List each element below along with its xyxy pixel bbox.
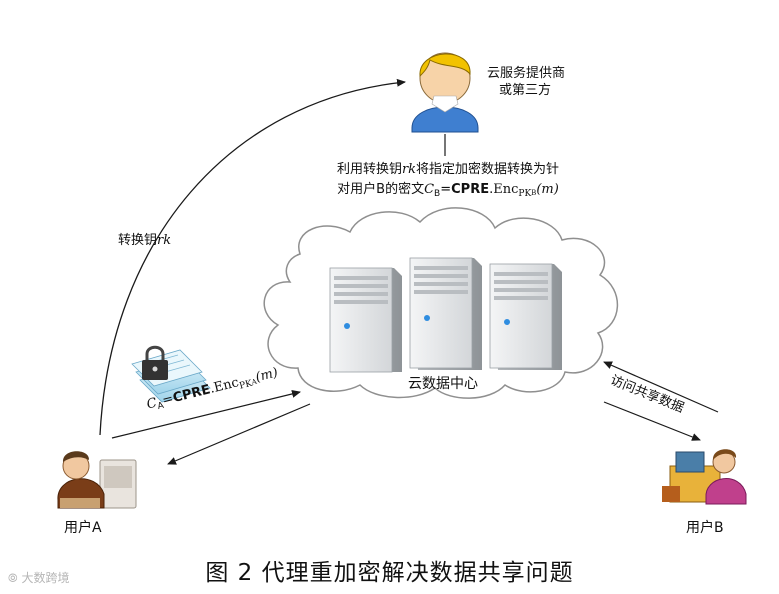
server-3-icon [489,263,562,370]
reencrypt-note-prefix: 利用转换钥 [336,162,402,177]
data-center-label: 云数据中心 [408,376,478,392]
watermark: ⦾ 大数跨境 [8,569,69,586]
provider-label: 云服务提供商 或第三方 [487,65,565,99]
server-1-icon [329,267,402,373]
upload-arrow-top [111,390,301,439]
server-2-icon [409,257,482,370]
provider-label-line1: 云服务提供商 [487,66,566,81]
reencrypt-note-key: rk [401,162,417,177]
cloud-provider-avatar-icon [411,52,479,133]
rekey-label-text: 转换钥 [118,233,158,248]
reencrypt-note-line2-prefix: 对用户B的密文 [337,182,425,197]
cb-cpre: CPRE [451,182,490,197]
upload-arrow-bottom [167,403,311,465]
watermark-text: 大数跨境 [21,571,70,585]
cb-equals: = [440,182,452,197]
user-b-label: 用户B [686,520,724,536]
cb-pk-subscript: B [531,189,537,197]
reencrypt-note-line2: 对用户B的密文CB=CPRE.EncPKB(m) [318,180,578,204]
user-a-label: 用户A [64,520,102,536]
reencrypt-note-line1: 利用转换钥rk将指定加密数据转换为针 [318,160,578,180]
access-arrow-top [603,361,719,413]
ca-message: (m) [254,365,280,386]
access-arrow-bottom [603,401,701,441]
lock-icon [142,345,168,380]
cb-symbol: C [424,182,435,197]
watermark-logo-icon: ⦾ [8,571,18,585]
cb-enc: .Enc [489,182,519,197]
figure-caption: 图 2 代理重加密解决数据共享问题 [205,560,574,586]
rekey-label-key: rk [157,233,172,248]
reencrypt-note-suffix: 将指定加密数据转换为针 [416,162,560,177]
reencrypt-note: 利用转换钥rk将指定加密数据转换为针 对用户B的密文CB=CPRE.EncPKB… [318,160,578,204]
cb-message: (m) [536,182,559,197]
cb-pk: PK [518,189,532,199]
user-b-icon [662,449,747,505]
rekey-label: 转换钥rk [118,232,171,249]
user-a-icon [57,451,137,509]
rekey-arrow [99,78,406,436]
cb-subscript: B [434,189,441,199]
provider-label-line2: 或第三方 [499,83,552,98]
